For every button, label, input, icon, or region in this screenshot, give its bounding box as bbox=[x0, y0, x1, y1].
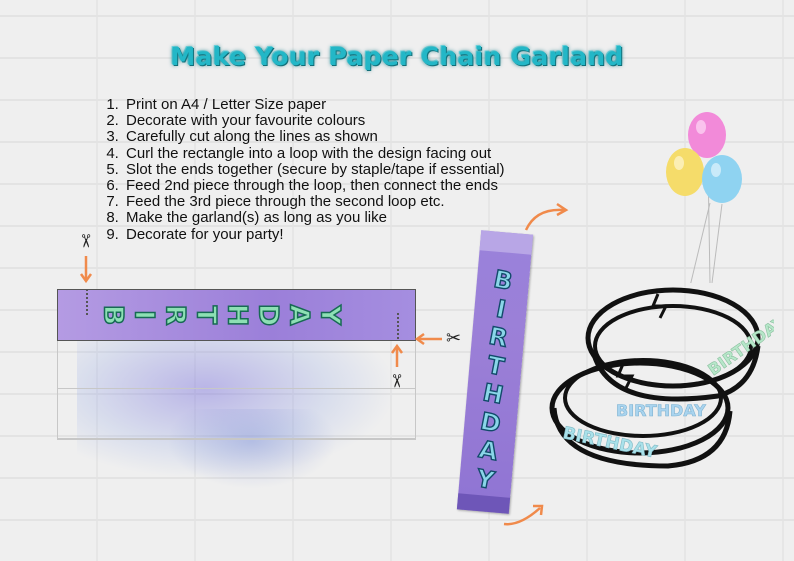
strip-letter: R bbox=[159, 304, 192, 326]
cut-guide-dotted bbox=[86, 289, 88, 315]
arrow-icon bbox=[414, 332, 442, 346]
strip-letter: I bbox=[493, 294, 509, 325]
step-item: Slot the ends together (secure by staple… bbox=[123, 161, 505, 178]
loop-text: BIRTHDAY bbox=[561, 423, 659, 463]
strip-letter: I bbox=[128, 309, 161, 321]
strip-letter: A bbox=[476, 435, 501, 467]
printable-strip: B I R T H D A Y bbox=[57, 289, 416, 489]
page-title: Make Your Paper Chain Garland bbox=[170, 42, 624, 71]
step-item: Decorate for your party! bbox=[123, 226, 505, 243]
strip-letter: T bbox=[190, 305, 223, 325]
arrow-icon bbox=[390, 343, 404, 367]
step-item: Feed 2nd piece through the loop, then co… bbox=[123, 177, 505, 194]
watercolor-wash bbox=[167, 409, 337, 489]
strip-letter: D bbox=[477, 406, 504, 439]
strip-letter: T bbox=[484, 350, 507, 382]
curved-arrow-icon bbox=[503, 504, 544, 526]
scissors-icon: ✂ bbox=[385, 373, 407, 389]
balloons-icon bbox=[666, 112, 742, 283]
strip-blank-rows bbox=[57, 339, 416, 440]
step-item: Make the garland(s) as long as you like bbox=[123, 210, 505, 226]
strip-letter: Y bbox=[314, 304, 347, 325]
scissors-icon: ✂ bbox=[446, 328, 462, 349]
strip-letter: A bbox=[283, 304, 316, 326]
strip-letter: H bbox=[480, 378, 506, 411]
linked-loops-illustration: BIRTHDAY BIRTHDAY BIRTHDAY bbox=[549, 287, 774, 469]
step-item: Feed the 3rd piece through the second lo… bbox=[123, 194, 505, 210]
birthday-strip: B I R T H D A Y bbox=[57, 289, 416, 341]
strip-letter: D bbox=[252, 303, 285, 327]
scissors-icon: ✂ bbox=[74, 233, 96, 249]
cut-guide-dotted bbox=[397, 313, 399, 339]
strip-letters: B I R T H D A Y bbox=[97, 298, 347, 332]
step-item: Decorate with your favourite colours bbox=[123, 113, 505, 129]
curved-arrow-icon bbox=[524, 202, 569, 231]
strip-letter: R bbox=[486, 321, 511, 353]
step-item: Carefully cut along the lines as shown bbox=[123, 129, 505, 145]
step-item: Curl the rectangle into a loop with the … bbox=[123, 145, 505, 162]
strip-letter: H bbox=[221, 303, 254, 327]
arrow-icon bbox=[79, 256, 93, 284]
strip-letter: B bbox=[97, 304, 130, 326]
watercolor-wash bbox=[77, 329, 397, 479]
strip-letter: B bbox=[491, 264, 516, 297]
instruction-list: Print on A4 / Letter Size paper Decorate… bbox=[102, 96, 505, 243]
loop-text: BIRTHDAY bbox=[616, 401, 706, 420]
step-item: Print on A4 / Letter Size paper bbox=[123, 96, 505, 113]
strip-letter: Y bbox=[474, 463, 498, 495]
